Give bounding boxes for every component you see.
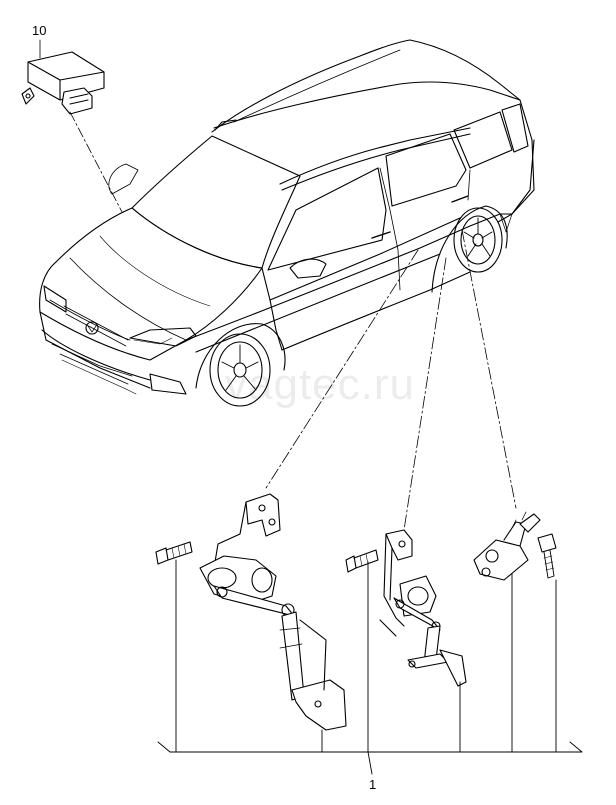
leader-lines-sensors (265, 229, 517, 531)
level-sensor-compact (473, 511, 557, 581)
callout-bracket-1 (157, 559, 583, 775)
level-sensor-front (155, 493, 347, 731)
watermark-text: vagtec.ru (225, 360, 415, 409)
callout-label-sensor-set: 1 (369, 777, 377, 792)
level-sensor-rear (345, 529, 467, 687)
vehicle-drawing (39, 39, 535, 407)
control-unit-drawing (21, 39, 105, 115)
callout-label-control-unit: 10 (32, 23, 47, 38)
leader-line-control-unit (69, 111, 123, 213)
